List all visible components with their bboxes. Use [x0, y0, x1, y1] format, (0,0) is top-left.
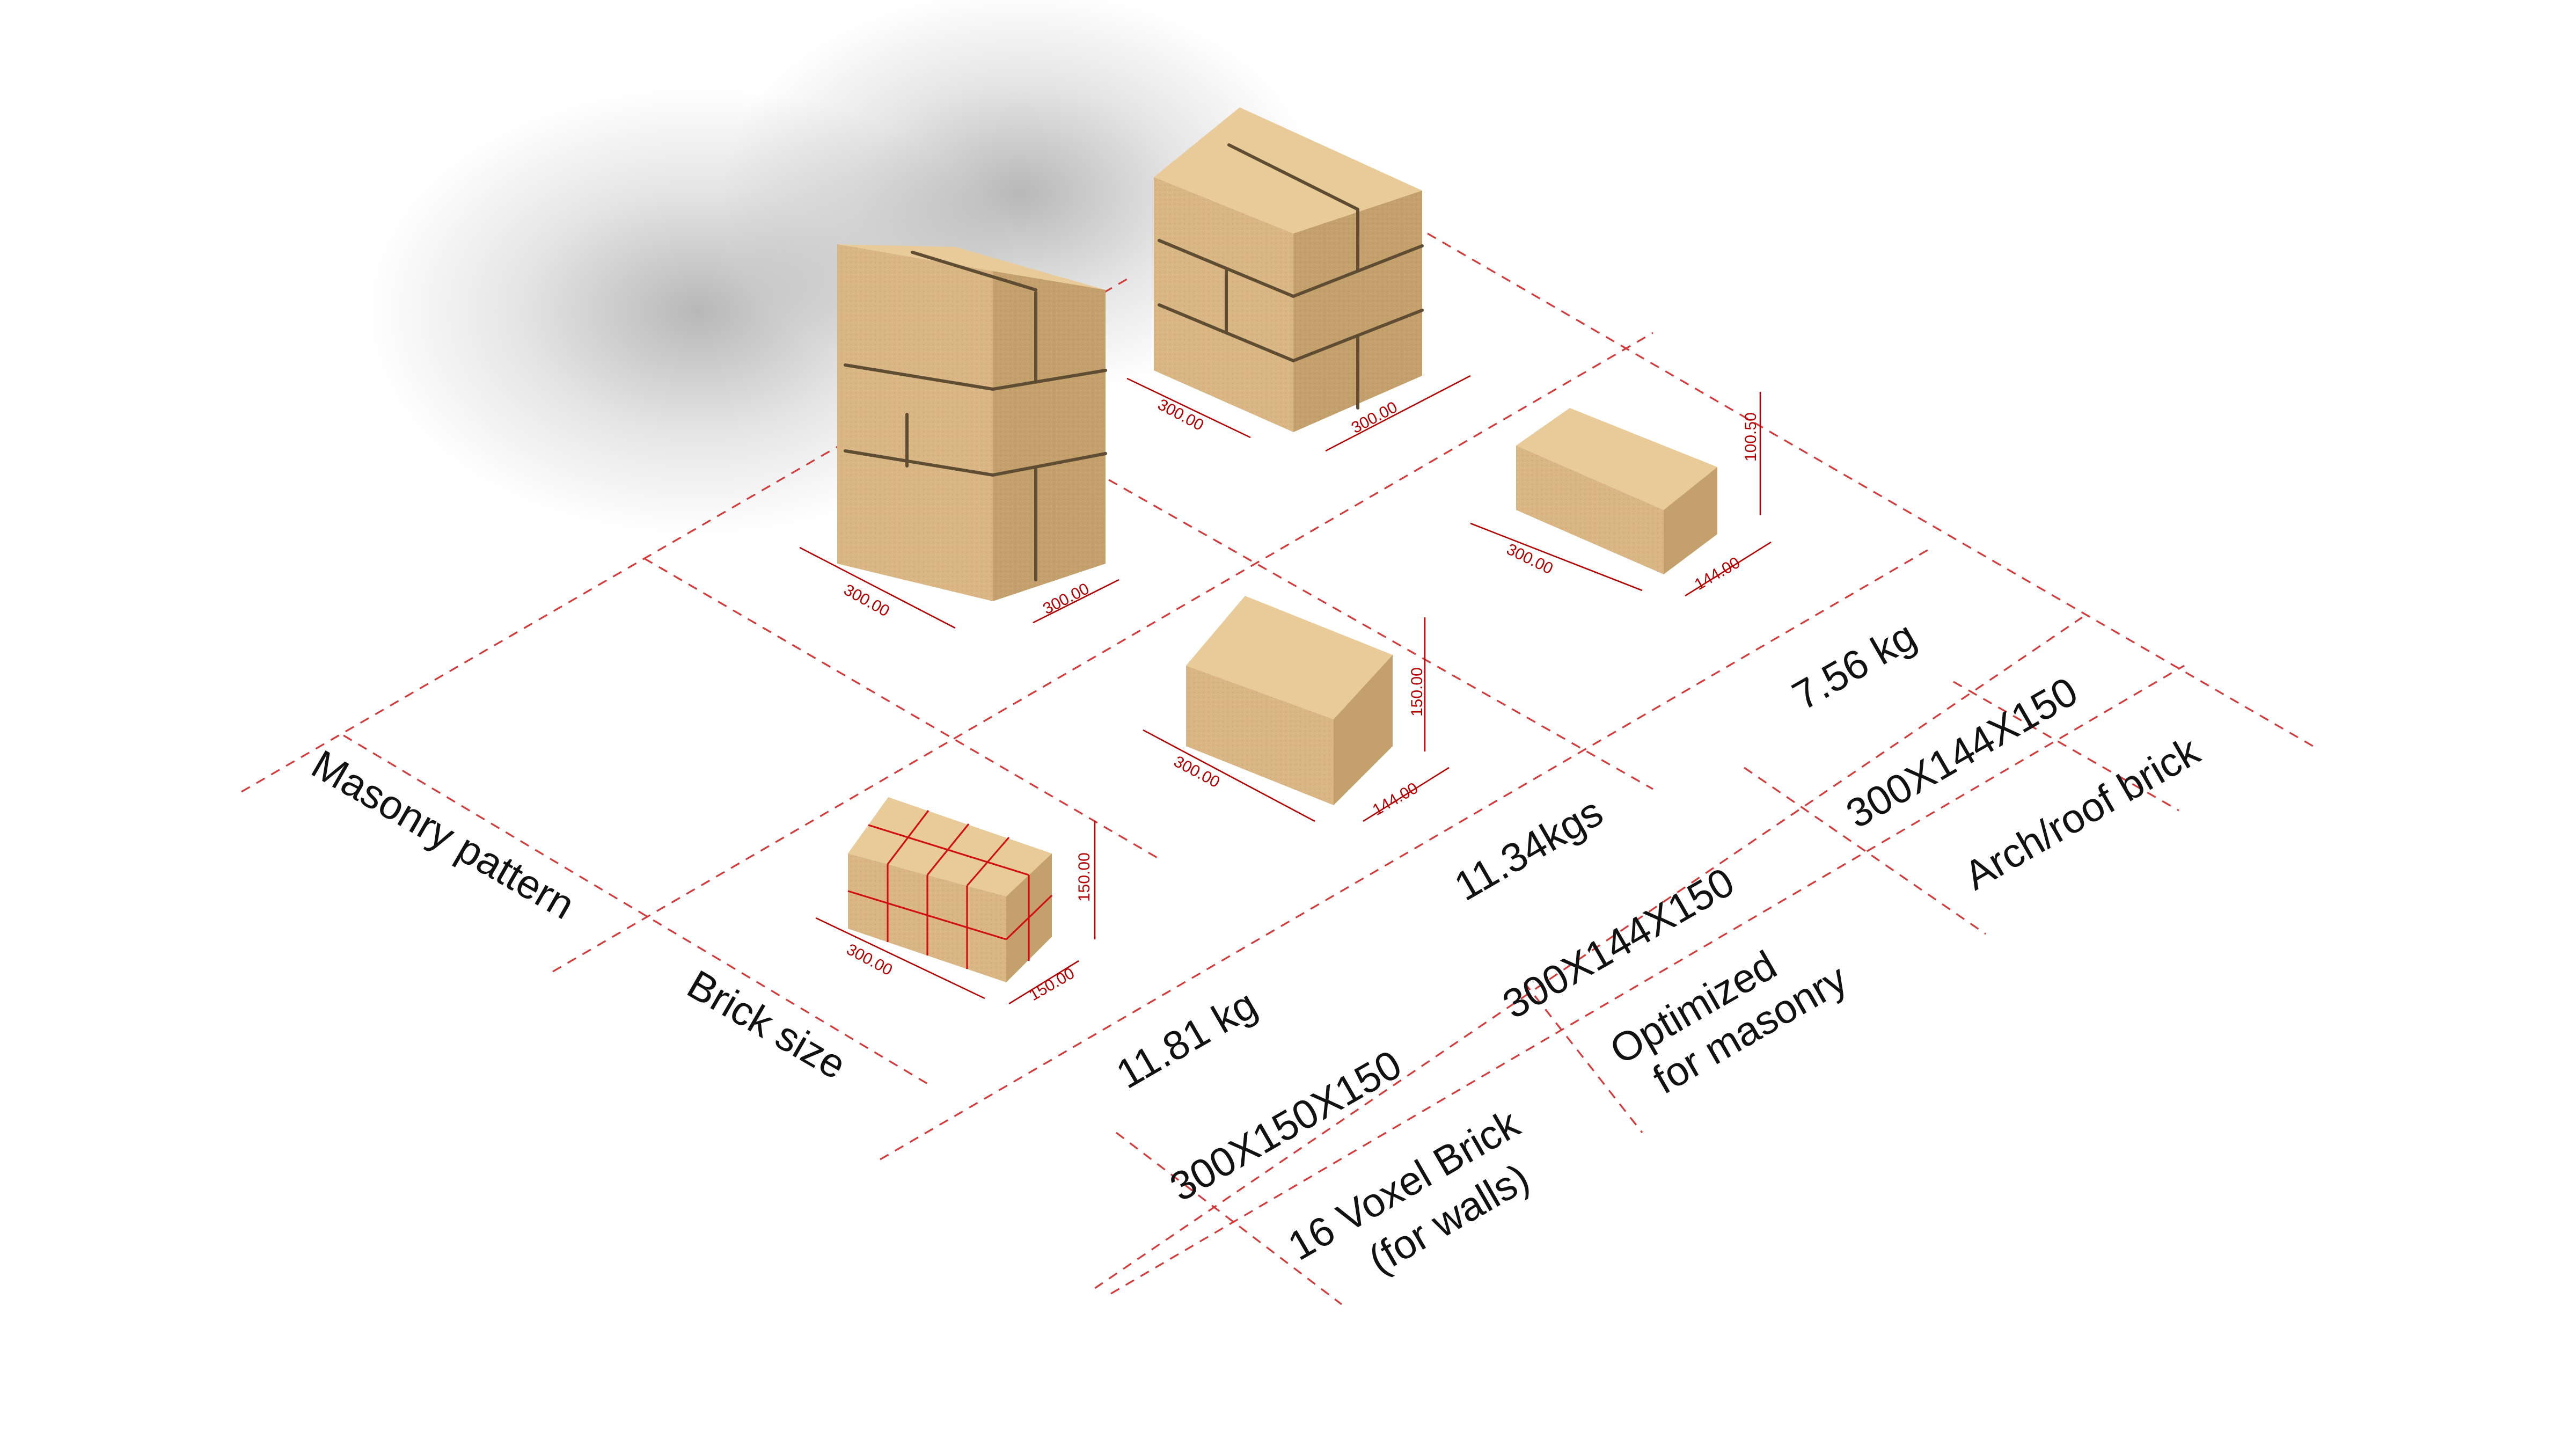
optimized-brick-top: [1186, 596, 1393, 719]
short-seam-1: [1158, 239, 1424, 298]
optimized-dim-height: 150.00: [1408, 667, 1426, 717]
grid-line-h: [944, 385, 1653, 790]
optimized-dim-width-line: [1363, 767, 1450, 822]
voxel-line-9: [926, 823, 970, 876]
optimized-dim-width: 144.00: [1370, 779, 1421, 819]
grid-line-m: [1953, 681, 2179, 812]
grid-line-b: [552, 332, 1653, 973]
arch-brick-top: [1516, 408, 1717, 510]
tall-dim-right: 300.00: [1040, 580, 1092, 618]
grid-line-f: [343, 734, 929, 1085]
arch-weight: 7.56 kg: [1785, 612, 1923, 719]
voxel-dim-width: 150.00: [1026, 965, 1078, 1004]
short-dim-right-line: [1325, 375, 1471, 452]
arch-dim-width: 144.00: [1692, 554, 1743, 594]
voxel-dim-length-line: [815, 917, 985, 999]
tall-top-face: [837, 244, 1106, 290]
short-dim-left: 300.00: [1155, 396, 1207, 434]
short-top-face: [1154, 107, 1422, 234]
dashed-grid: [241, 232, 2314, 1305]
arch-dim-height: 100.50: [1742, 412, 1760, 462]
arch-dim-width-line: [1685, 541, 1772, 597]
short-dim-left-line: [1126, 377, 1251, 439]
tall-dim-left: 300.00: [841, 581, 892, 620]
arch-dim-length-line: [1470, 522, 1643, 592]
arch-brick-right: [1664, 467, 1717, 574]
masonry-block-tall: 300.00 300.00: [799, 244, 1119, 629]
tall-seam-2: [844, 449, 1107, 477]
tall-dim-right-line: [1033, 579, 1119, 624]
grid-line-l: [1744, 767, 1986, 935]
grid-line-e: [1110, 665, 2185, 1295]
optimized-weight: 11.34kgs: [1447, 789, 1611, 910]
grid-line-k: [1523, 982, 1643, 1133]
optimized-dim-length-line: [1143, 729, 1315, 822]
voxel-dim-length: 300.00: [844, 940, 896, 979]
voxel-line-6: [1005, 894, 1053, 940]
grid-line-j: [1116, 1132, 1342, 1305]
row-label-masonry-pattern: Masonry pattern: [304, 741, 582, 928]
voxel-line-10: [966, 836, 1010, 887]
optimized-brick: 300.00 144.00 150.00: [1143, 596, 1450, 822]
grid-line-g: [643, 557, 1160, 860]
tall-top-seam: [911, 251, 1037, 291]
arch-brick: 300.00 144.00 100.50: [1470, 392, 1772, 597]
tall-dim-left-line: [799, 546, 956, 629]
voxel-brick: 300.00 150.00 150.00: [815, 797, 1096, 1005]
row-label-brick-size: Brick size: [680, 961, 854, 1088]
grid-line-c: [880, 546, 1933, 1161]
masonry-block-short: 300.00 300.00: [1126, 107, 1471, 452]
voxel-dim-width-line: [1008, 960, 1079, 1005]
short-seam-2: [1158, 303, 1424, 363]
voxel-line-8: [887, 810, 930, 865]
short-top-seam: [1227, 143, 1359, 211]
optimized-brick-right: [1334, 655, 1393, 805]
voxel-weight: 11.81 kg: [1109, 981, 1264, 1098]
voxel-line-4: [847, 890, 1007, 940]
voxel-dim-height: 150.00: [1075, 852, 1093, 902]
tall-seam-1: [844, 363, 1107, 391]
